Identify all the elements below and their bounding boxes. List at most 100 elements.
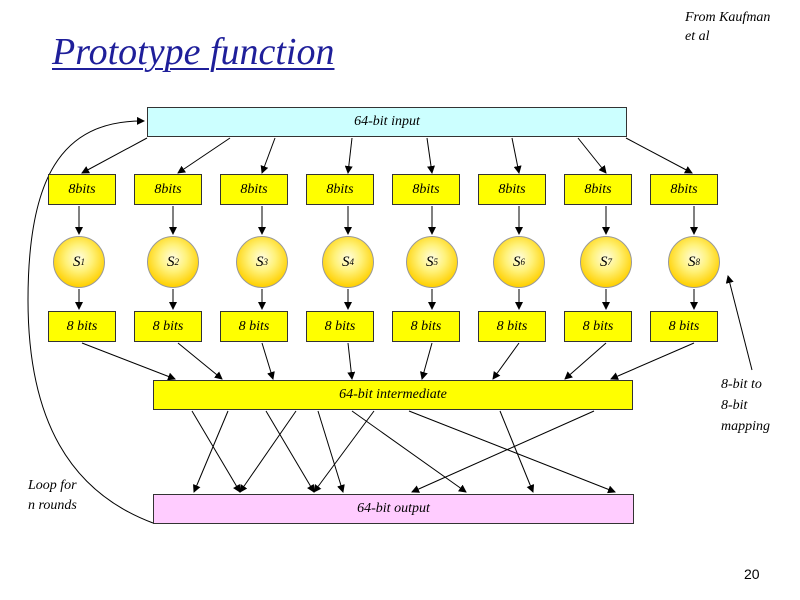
bottom-chunk-label: 8 bits [582,318,614,334]
mapping-note-line-2: 8-bit [721,398,748,413]
top-chunk-label: 8bits [498,181,526,197]
sbox-letter: S [513,253,521,270]
intermediate-label: 64-bit intermediate [339,387,447,402]
bottom-chunk-label: 8 bits [410,318,442,334]
input-to-chunk-arrow [625,137,693,174]
sbox-index: 2 [174,257,180,267]
chunk-to-intermediate-arrow [261,342,275,380]
page-number: 20 [744,566,760,582]
sbox-index: 7 [607,257,613,267]
bottom-chunk-label: 8 bits [668,318,700,334]
loop-note-line-2: n rounds [28,498,77,513]
top-chunk-2: 8bits [134,174,202,205]
intermediate-block: 64-bit intermediate [153,380,633,410]
mapping-note: 8-bit to 8-bit mapping [721,374,770,437]
credit-line-2: et al [685,29,710,44]
top-chunk-label: 8bits [240,181,268,197]
permutation-arrow [191,410,241,493]
sbox-index: 3 [263,257,269,267]
top-chunk-label: 8bits [68,181,96,197]
bottom-chunk-label: 8 bits [66,318,98,334]
top-chunk-7: 8bits [564,174,632,205]
chunk-to-intermediate-arrow [492,342,520,380]
bottom-chunk-5: 8 bits [392,311,460,342]
input-to-chunk-arrow [577,137,607,174]
mapping-note-line-3: mapping [721,419,770,434]
chunk-to-intermediate-arrow [610,342,695,380]
input-label: 64-bit input [354,114,420,129]
credit-line-1: From Kaufman [685,10,771,25]
chunk-to-intermediate-arrow [564,342,607,380]
sbox-letter: S [342,253,350,270]
permutation-arrow [317,410,345,493]
sbox-letter: S [426,253,434,270]
input-to-chunk-arrow [426,137,435,174]
input-to-chunk-arrow [344,137,353,174]
permutation-arrow [408,410,616,494]
top-chunk-8: 8bits [650,174,718,205]
permutation-arrow [411,410,595,493]
input-to-chunk-arrow [511,137,522,174]
top-chunk-label: 8bits [412,181,440,197]
bottom-chunk-label: 8 bits [152,318,184,334]
mapping-note-line-1: 8-bit to [721,377,762,392]
sbox-index: 4 [349,257,355,267]
sbox-letter: S [167,253,175,270]
permutation-arrow [239,410,297,493]
permutation-arrow [265,410,315,493]
loop-arrow [27,116,154,524]
input-to-chunk-arrow [177,137,231,174]
permutation-arrow [193,410,229,493]
mapping-pointer-arrow [725,275,753,371]
top-chunk-label: 8bits [326,181,354,197]
output-label: 64-bit output [357,501,430,516]
loop-note: Loop for n rounds [28,476,77,516]
output-block: 64-bit output [153,494,634,524]
bottom-chunk-4: 8 bits [306,311,374,342]
top-chunk-3: 8bits [220,174,288,205]
sbox-index: 8 [695,257,701,267]
sbox-letter: S [600,253,608,270]
top-chunk-1: 8bits [48,174,116,205]
bottom-chunk-6: 8 bits [478,311,546,342]
bottom-chunk-1: 8 bits [48,311,116,342]
chunk-to-intermediate-arrow [81,342,176,381]
input-block: 64-bit input [147,107,627,137]
top-chunk-4: 8bits [306,174,374,205]
bottom-chunk-3: 8 bits [220,311,288,342]
bottom-chunk-7: 8 bits [564,311,632,342]
permutation-arrow [313,410,375,493]
top-chunk-label: 8bits [154,181,182,197]
loop-note-line-1: Loop for [28,478,77,493]
top-chunk-label: 8bits [584,181,612,197]
input-to-chunk-arrow [260,137,276,174]
sbox-index: 1 [80,257,86,267]
bottom-chunk-label: 8 bits [238,318,270,334]
permutation-arrow [351,410,467,493]
bottom-chunk-8: 8 bits [650,311,718,342]
top-chunk-6: 8bits [478,174,546,205]
sbox-letter: S [688,253,696,270]
top-chunk-5: 8bits [392,174,460,205]
chunk-to-intermediate-arrow [177,342,223,380]
top-chunk-label: 8bits [670,181,698,197]
slide-title: Prototype function [52,31,335,73]
chunk-to-intermediate-arrow [420,342,433,380]
sbox-index: 5 [433,257,439,267]
sbox-letter: S [256,253,264,270]
bottom-chunk-label: 8 bits [324,318,356,334]
sbox-letter: S [73,253,81,270]
permutation-arrow [499,410,535,493]
chunk-to-intermediate-arrow [347,342,356,380]
bottom-chunk-2: 8 bits [134,311,202,342]
bottom-chunk-label: 8 bits [496,318,528,334]
